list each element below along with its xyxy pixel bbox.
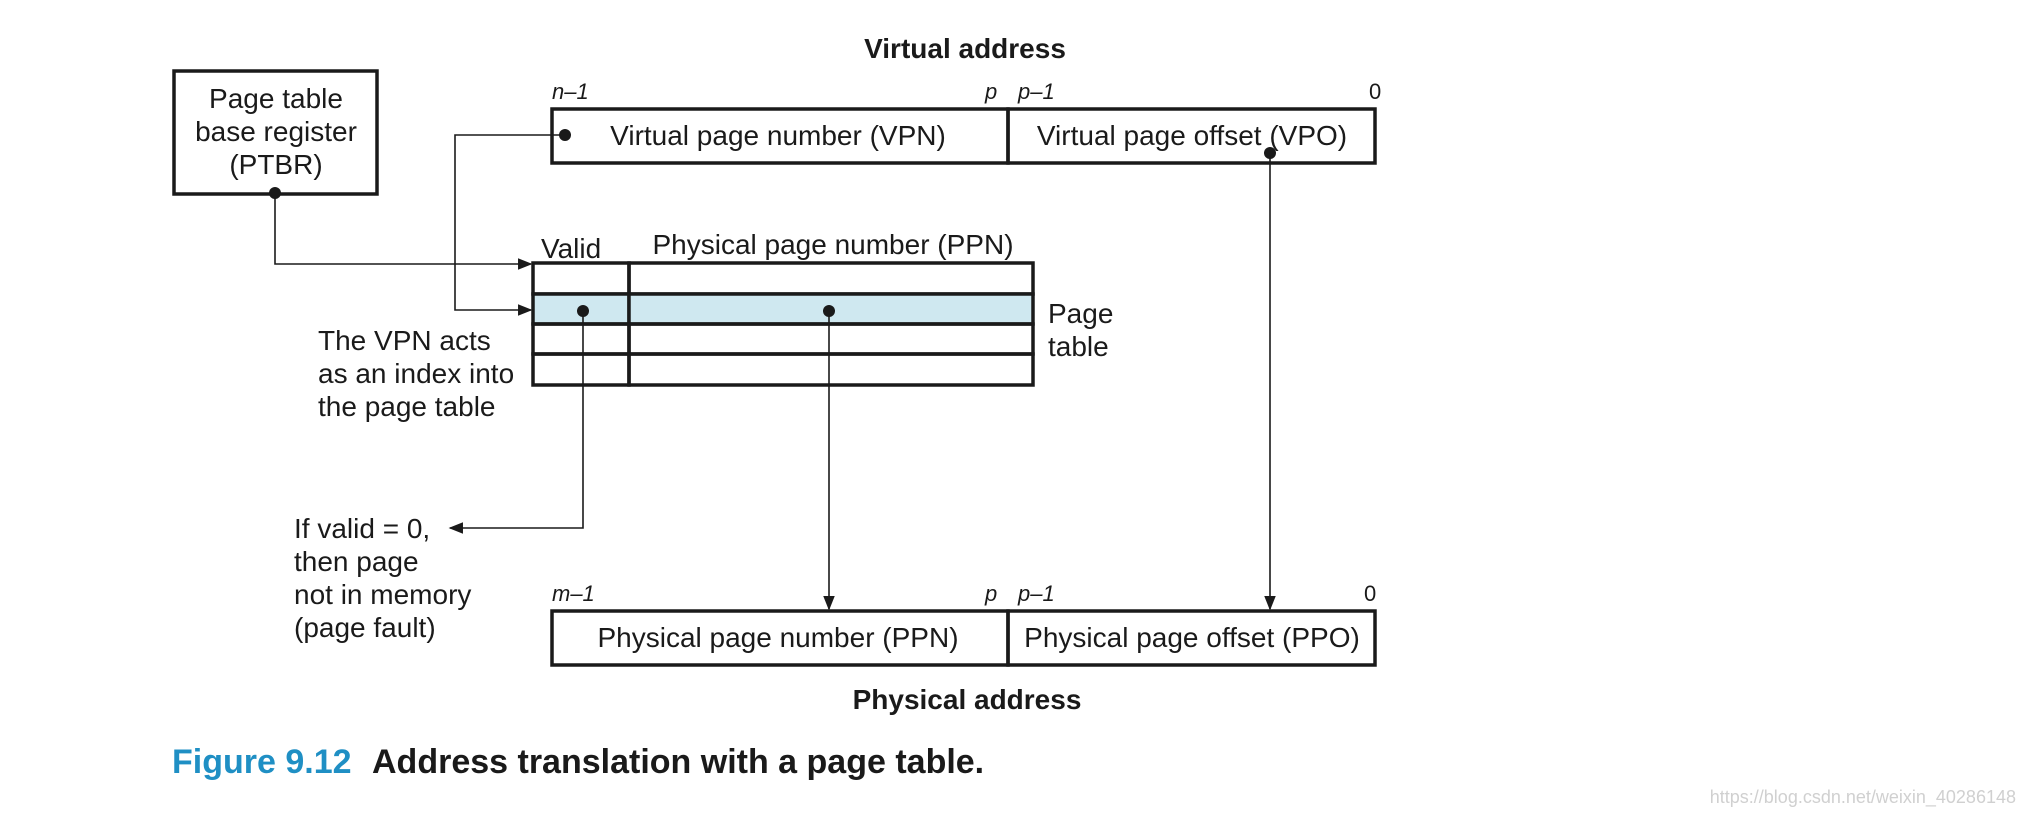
fault-note-line2: then page — [294, 546, 419, 577]
va-bit-p-minus-1-label: p–1 — [1017, 79, 1055, 104]
vpn-note-line1: The VPN acts — [318, 325, 491, 356]
pt-row-2-valid — [531, 322, 631, 356]
pa-bit-zero-label: 0 — [1364, 581, 1376, 606]
figure-caption: Address translation with a page table. — [372, 743, 984, 781]
ppo-label: Physical page offset (PPO) — [1024, 622, 1360, 653]
pa-bit-p-minus-1-label: p–1 — [1017, 581, 1055, 606]
pt-row-0-ppn — [627, 261, 1035, 296]
ptbr-label-line3: (PTBR) — [229, 149, 322, 180]
vpn-note-line2: as an index into — [318, 358, 514, 389]
pt-row-2-ppn — [627, 322, 1035, 356]
page-table — [531, 261, 1035, 387]
ppn-column-header: Physical page number (PPN) — [652, 229, 1013, 260]
fault-note-line1: If valid = 0, — [294, 513, 430, 544]
page-table-label-line1: Page — [1048, 298, 1113, 329]
va-bit-p-label: p — [984, 79, 997, 104]
vpo-label: Virtual page offset (VPO) — [1037, 120, 1347, 151]
vpn-label: Virtual page number (VPN) — [610, 120, 946, 151]
virtual-address-title: Virtual address — [864, 33, 1066, 64]
ppn-label: Physical page number (PPN) — [597, 622, 958, 653]
ptbr-to-table-arrow — [274, 193, 533, 270]
valid-to-fault-arrow — [448, 311, 584, 534]
watermark-text: https://blog.csdn.net/weixin_40286148 — [1710, 787, 2016, 808]
page-table-label-line2: table — [1048, 331, 1109, 362]
vpo-field — [1006, 107, 1377, 165]
pa-bit-high-label: m–1 — [552, 581, 595, 606]
pt-row-3-ppn — [627, 352, 1035, 387]
ptbr-label-line2: base register — [195, 116, 357, 147]
fault-note-line3: not in memory — [294, 579, 471, 610]
pt-row-0-valid — [531, 261, 631, 296]
ptbr-label-line1: Page table — [209, 83, 343, 114]
va-bit-zero-label: 0 — [1369, 79, 1381, 104]
vpn-index-arrow — [454, 134, 565, 316]
va-bit-high-label: n–1 — [552, 79, 589, 104]
pa-bit-p-label: p — [984, 581, 997, 606]
ppo-field — [1006, 609, 1377, 667]
pt-row-3-valid — [531, 352, 631, 387]
fault-note-line4: (page fault) — [294, 612, 436, 643]
valid-column-header: Valid — [541, 233, 601, 264]
figure-number: Figure 9.12 — [172, 743, 352, 781]
vpn-note-line3: the page table — [318, 391, 496, 422]
physical-address-title: Physical address — [853, 684, 1082, 715]
